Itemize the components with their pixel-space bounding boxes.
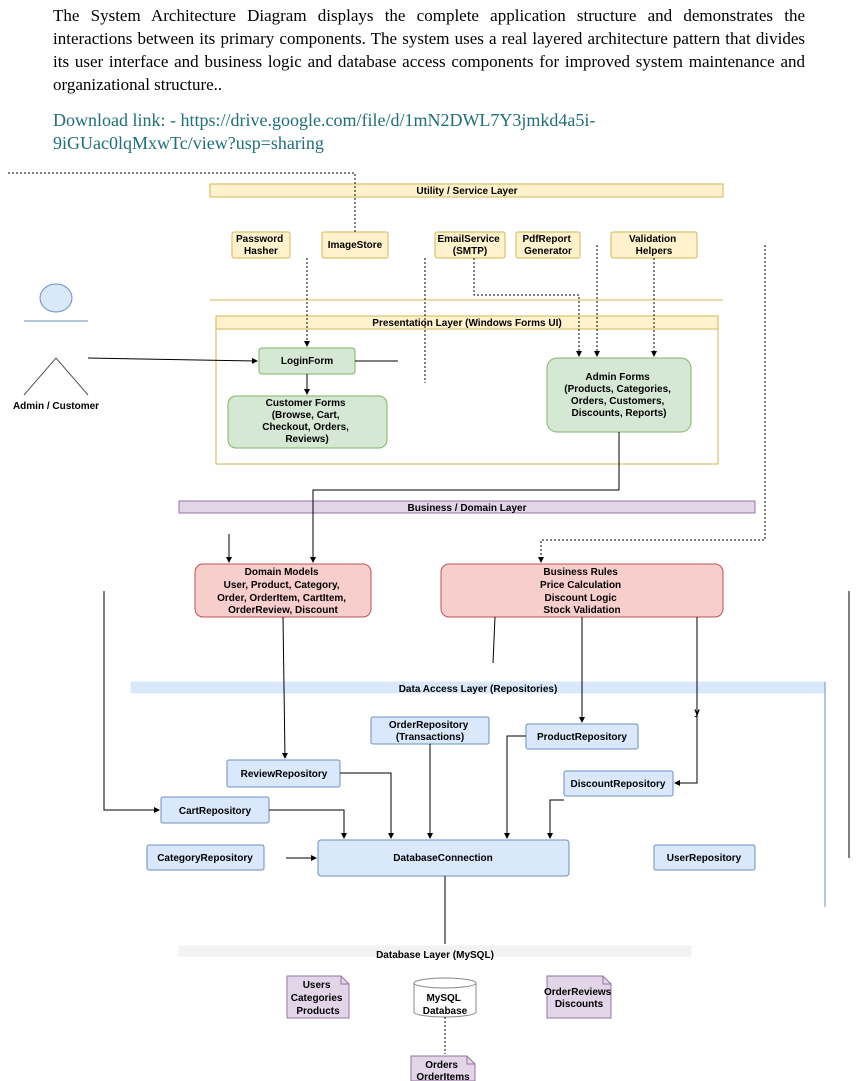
- connectors: [8, 172, 850, 1054]
- actor-label: Admin / Customer: [13, 401, 99, 412]
- svg-text:MySQL Database: MySQL Database: [423, 993, 468, 1017]
- mysql-database-cylinder[interactable]: MySQL Database: [413, 977, 477, 1018]
- svg-text:OrderReviews Discounts: OrderReviews Discounts: [544, 987, 614, 1010]
- svg-text:ImageStore: ImageStore: [328, 240, 383, 251]
- connector-left-cart: [103, 591, 160, 813]
- svg-text:EmailService (SMTP): EmailService (SMTP): [437, 234, 502, 257]
- svg-text:CategoryRepository: CategoryRepository: [157, 853, 253, 864]
- data-access-layer-title: Data Access Layer (Repositories): [399, 684, 558, 695]
- presentation-layer: Presentation Layer (Windows Forms UI): [215, 315, 719, 465]
- svg-text:Admin Forms (Products, C: Admin Forms (Products, Categories, Order…: [564, 372, 673, 419]
- svg-text:PdfReport Generator: PdfReport Generator: [522, 234, 573, 257]
- utility-layer-title: Utility / Service Layer: [416, 186, 517, 197]
- email-service-box[interactable]: EmailService (SMTP): [434, 231, 506, 259]
- connector-product-db: [504, 735, 526, 839]
- svg-text:LoginForm: LoginForm: [281, 356, 333, 367]
- connector-right-business: [538, 245, 766, 563]
- business-layer: Business / Domain Layer: [178, 500, 756, 514]
- connector-discount-db: [547, 799, 564, 839]
- presentation-layer-title: Presentation Layer (Windows Forms UI): [372, 318, 561, 329]
- pdf-report-box[interactable]: PdfReport Generator: [515, 231, 581, 259]
- utility-layer: Utility / Service Layer: [209, 183, 724, 301]
- connector-review-db: [340, 772, 394, 839]
- svg-text:Business Rules Price Cal: Business Rules Price Calculation Discoun…: [540, 567, 624, 616]
- domain-models-box[interactable]: Domain Models User, Product, Category, O…: [194, 563, 372, 618]
- connector-actor-login: [87, 357, 258, 364]
- users-categories-products-doc[interactable]: Users Categories Products: [286, 975, 350, 1019]
- data-access-layer: Data Access Layer (Repositories): [130, 681, 826, 907]
- order-repository-box[interactable]: OrderRepository (Transactions): [370, 716, 490, 745]
- actor-admin-customer: Admin / Customer: [13, 283, 99, 412]
- download-link[interactable]: Download link: - https://drive.google.co…: [53, 110, 596, 153]
- database-connection-box[interactable]: DatabaseConnection: [317, 839, 570, 877]
- product-repository-box[interactable]: ProductRepository: [525, 723, 639, 750]
- image-store-box[interactable]: ImageStore: [321, 231, 389, 259]
- svg-text:Users Categories P: Users Categories Products: [291, 980, 345, 1017]
- svg-text:CartRepository: CartRepository: [179, 806, 252, 817]
- database-layer-title: Database Layer (MySQL): [376, 950, 494, 961]
- svg-text:Validation Helpers: Validation Helpers: [629, 234, 679, 257]
- connector-cart-db: [269, 809, 347, 839]
- password-hasher-box[interactable]: Password Hasher: [231, 231, 291, 259]
- svg-text:Orders OrderItems: Orders OrderItems: [416, 1060, 470, 1081]
- connector-image-store-top: [8, 172, 356, 232]
- connector-rules-stub: [492, 616, 496, 664]
- connector-rules-discount: [674, 617, 698, 786]
- svg-text:Domain Models User, Prod: Domain Models User, Product, Category, O…: [217, 567, 349, 616]
- validation-helpers-box[interactable]: Validation Helpers: [610, 231, 698, 259]
- svg-text:DatabaseConnection: DatabaseConnection: [393, 853, 492, 864]
- review-repository-box[interactable]: ReviewRepository: [226, 759, 341, 788]
- cart-repository-box[interactable]: CartRepository: [160, 796, 270, 824]
- svg-text:UserRepository: UserRepository: [667, 853, 742, 864]
- login-form-box[interactable]: LoginForm: [258, 347, 356, 375]
- svg-text:Customer Forms (Browse,: Customer Forms (Browse, Cart, Checkout, …: [262, 398, 351, 445]
- connector-admin-domain: [310, 432, 620, 563]
- svg-text:DiscountRepository: DiscountRepository: [570, 779, 665, 790]
- order-reviews-discounts-doc[interactable]: OrderReviews Discounts: [544, 975, 614, 1019]
- business-rules-box[interactable]: Business Rules Price Calculation Discoun…: [440, 563, 724, 618]
- admin-forms-box[interactable]: Admin Forms (Products, Categories, Order…: [546, 357, 692, 433]
- category-repository-box[interactable]: CategoryRepository: [146, 844, 265, 871]
- svg-text:Password Hasher: Password Hasher: [236, 234, 286, 257]
- intro-paragraph: The System Architecture Diagram displays…: [53, 6, 805, 94]
- connector-domain-review: [281, 616, 288, 759]
- business-layer-title: Business / Domain Layer: [408, 503, 527, 514]
- database-layer: Database Layer (MySQL): [178, 945, 692, 961]
- svg-text:OrderRepository (Transac: OrderRepository (Transactions): [389, 720, 471, 743]
- svg-text:ProductRepository: ProductRepository: [537, 732, 627, 743]
- connector-email-admin: [473, 258, 582, 357]
- customer-forms-box[interactable]: Customer Forms (Browse, Cart, Checkout, …: [227, 395, 388, 449]
- discount-repository-box[interactable]: DiscountRepository: [563, 770, 674, 797]
- svg-text:ReviewRepository: ReviewRepository: [241, 769, 328, 780]
- orders-orderitems-doc[interactable]: Orders OrderItems: [410, 1055, 476, 1081]
- user-repository-box[interactable]: UserRepository: [653, 844, 756, 871]
